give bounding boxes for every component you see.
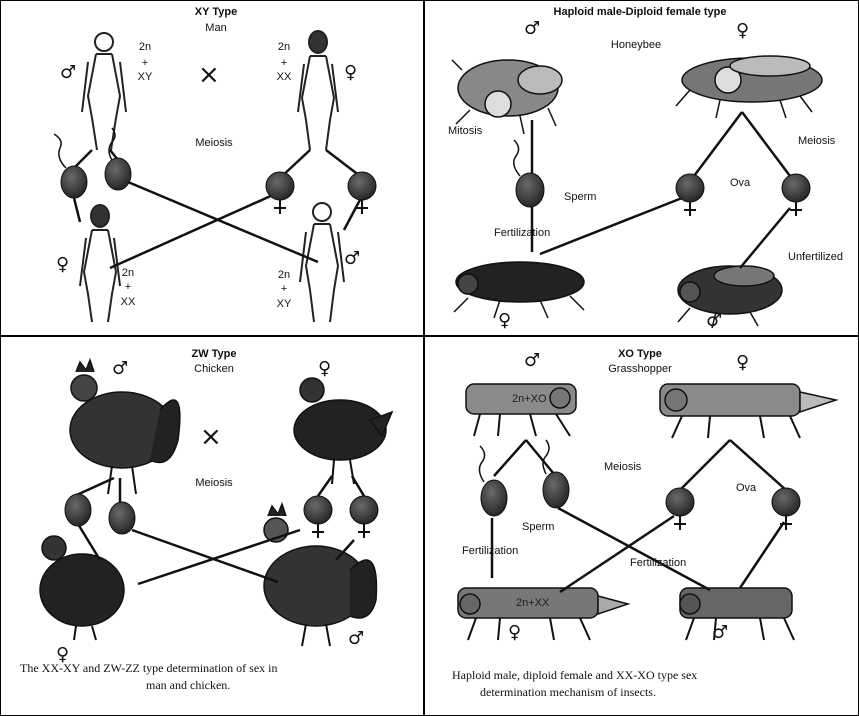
xo-female-child-body-label: 2n+XX xyxy=(516,598,549,609)
xy-woman-figure-top xyxy=(298,31,338,150)
xy-title: XY Type xyxy=(195,7,237,18)
xo-female-symbol-bottom: ♀ xyxy=(508,624,521,642)
xy-woman-figure-bottom xyxy=(80,205,120,322)
zw-male-symbol-top: ♂ xyxy=(112,360,128,378)
xy-child-female-2n: 2n xyxy=(122,268,134,279)
xy-subtitle: Man xyxy=(205,23,226,34)
caption-right-line2: determination mechanism of insects. xyxy=(480,684,656,700)
xo-female-symbol-top: ♀ xyxy=(736,354,749,372)
bee-drone-bottom xyxy=(678,266,782,328)
xy-male-symbol-bottom: ♂ xyxy=(344,250,360,268)
xy-parent-female-plus: + xyxy=(281,58,287,69)
xy-parent-female-2n: 2n xyxy=(278,42,290,53)
xo-sperm-label: Sperm xyxy=(522,522,554,533)
xo-fertilization-left-label: Fertilization xyxy=(462,546,518,557)
grasshopper-male-bottom xyxy=(680,588,794,640)
haplo-male-symbol-bottom: ♂ xyxy=(706,312,722,330)
haplo-unfertilized-label: Unfertilized xyxy=(788,252,843,263)
xy-child-male-plus: + xyxy=(281,284,287,295)
xy-meiosis-label: Meiosis xyxy=(195,138,232,149)
xo-male-body-label: 2n+XO xyxy=(512,394,547,405)
xy-parent-male-plus: + xyxy=(142,58,148,69)
xy-man-figure-bottom xyxy=(300,203,344,322)
zw-title: ZW Type xyxy=(191,349,236,360)
xo-title: XO Type xyxy=(618,349,662,360)
caption-left-line2: man and chicken. xyxy=(146,677,230,693)
zw-cross-symbol: × xyxy=(200,424,222,450)
haplo-sperm-label: Sperm xyxy=(564,192,596,203)
zw-subtitle: Chicken xyxy=(194,364,234,375)
grasshopper-female-bottom xyxy=(458,588,628,640)
xo-ova-label: Ova xyxy=(736,483,756,494)
haplo-mitosis-label: Mitosis xyxy=(448,126,482,137)
grasshopper-female-top xyxy=(660,384,836,438)
haplo-meiosis-label: Meiosis xyxy=(798,136,835,147)
zw-female-symbol-top: ♀ xyxy=(318,360,331,378)
xo-fertilization-right-label: Fertilization xyxy=(630,558,686,569)
xy-female-symbol-bottom: ♀ xyxy=(56,256,69,274)
xy-child-male-2n: 2n xyxy=(278,270,290,281)
caption-left-line1: The XX-XY and ZW-ZZ type determination o… xyxy=(20,660,277,676)
haplo-male-symbol-top: ♂ xyxy=(524,20,540,38)
xo-subtitle: Grasshopper xyxy=(608,364,672,375)
bee-queen-top xyxy=(676,56,822,118)
xy-child-female-xx: XX xyxy=(121,297,136,308)
grasshopper-male-top xyxy=(466,384,576,436)
xy-child-male-xy: XY xyxy=(277,299,292,310)
rooster-top xyxy=(70,360,180,494)
haplo-subtitle: Honeybee xyxy=(611,40,661,51)
zw-gametes xyxy=(65,494,378,538)
rooster-bottom xyxy=(264,504,376,646)
xy-man-figure-top xyxy=(82,33,126,150)
zw-male-symbol-bottom: ♂ xyxy=(348,630,364,648)
xy-cross-symbol: × xyxy=(198,62,220,88)
bee-lines xyxy=(532,112,790,268)
haplo-fertilization-label: Fertilization xyxy=(494,228,550,239)
hen-top xyxy=(294,378,392,484)
xo-meiosis-label: Meiosis xyxy=(604,462,641,473)
xy-parent-male-2n: 2n xyxy=(139,42,151,53)
caption-right-line1: Haploid male, diploid female and XX-XO t… xyxy=(452,667,697,683)
bee-queen-bottom xyxy=(454,262,584,318)
xy-male-symbol-top: ♂ xyxy=(60,64,76,82)
bee-drone-top xyxy=(452,60,562,134)
xy-parent-male-xy: XY xyxy=(138,72,153,83)
haplo-title: Haploid male-Diploid female type xyxy=(554,7,727,18)
xo-male-symbol-bottom: ♂ xyxy=(712,624,728,642)
zw-meiosis-label: Meiosis xyxy=(195,478,232,489)
xy-parent-female-xx: XX xyxy=(277,72,292,83)
haplo-ova-label: Ova xyxy=(730,178,750,189)
haplo-female-symbol-bottom: ♀ xyxy=(498,312,511,330)
xy-female-symbol-top: ♀ xyxy=(344,64,357,82)
xy-child-female-plus: + xyxy=(125,282,131,293)
xo-male-symbol-top: ♂ xyxy=(524,352,540,370)
haplo-female-symbol-top: ♀ xyxy=(736,22,749,40)
hen-bottom xyxy=(40,536,124,640)
